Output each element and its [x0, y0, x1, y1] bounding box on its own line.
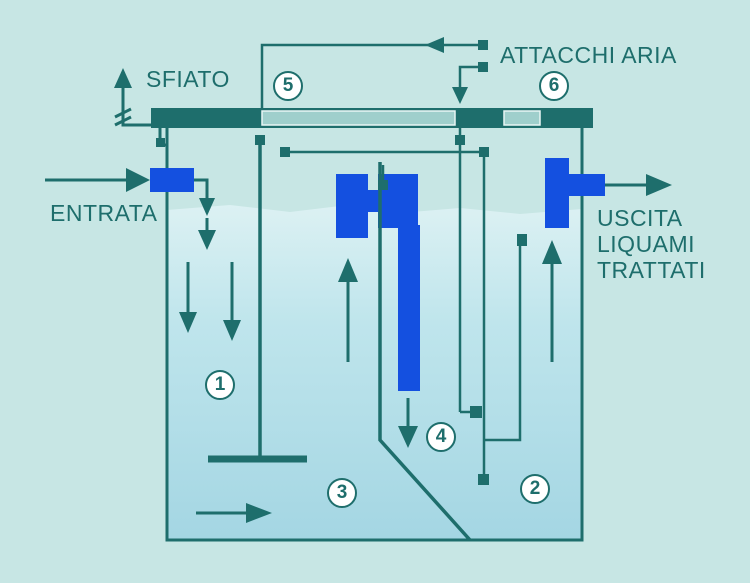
zone-number-6: 6	[539, 71, 569, 101]
tank-outline	[165, 128, 584, 542]
partition-baffle	[208, 140, 307, 463]
air-fitting-7	[470, 406, 482, 418]
air-fitting-6	[517, 234, 527, 246]
outlet-pipe	[569, 174, 605, 196]
airlift-air-fitting	[378, 180, 388, 190]
zone-number-2: 2	[520, 474, 550, 504]
zone1-flow-arrows	[179, 218, 241, 341]
air-arrow-1	[425, 37, 444, 53]
vent-arrow	[114, 68, 132, 88]
air-fitting-3	[455, 135, 465, 145]
air-fitting-2	[478, 62, 488, 72]
bottom-arrow-head	[246, 503, 272, 523]
outlet-label-1: USCITA	[597, 205, 683, 231]
cover-panel-5	[261, 110, 456, 126]
air-fitting-1	[478, 40, 488, 50]
outlet-label-3: TRATTATI	[597, 257, 706, 283]
up-arrow-left-head	[338, 258, 358, 282]
zone-number-4: 4	[426, 422, 456, 452]
baffle-fitting	[255, 135, 265, 145]
outlet-pump	[545, 158, 569, 228]
inlet-arrow-head	[126, 168, 150, 192]
airlift-riser	[398, 225, 420, 391]
air-fitting-8	[478, 474, 489, 485]
vent-label: SFIATO	[146, 66, 230, 92]
air-label: ATTACCHI ARIA	[500, 42, 677, 68]
air-fitting-4	[280, 147, 290, 157]
zone-number-3: 3	[327, 478, 357, 508]
air-fitting-5	[479, 147, 489, 157]
air-lines	[260, 43, 522, 480]
zone-number-1: 1	[205, 370, 235, 400]
outlet-label-2: LIQUAMI	[597, 231, 696, 257]
sloped-wall	[378, 162, 472, 542]
up-arrow-right-head	[542, 240, 562, 264]
down-arrow-zone4-head	[398, 426, 418, 448]
inlet-pipe	[150, 168, 194, 192]
vent-fitting	[156, 138, 165, 147]
cover-panel-6	[503, 110, 541, 126]
air-arrow-2	[452, 87, 468, 104]
inlet-flow-line	[194, 178, 209, 200]
inlet-flow-head	[199, 198, 215, 216]
vent-pipe	[114, 85, 167, 147]
zone-number-5: 5	[273, 71, 303, 101]
outlet-arrow-head	[646, 174, 672, 196]
inlet-label: ENTRATA	[50, 200, 158, 226]
